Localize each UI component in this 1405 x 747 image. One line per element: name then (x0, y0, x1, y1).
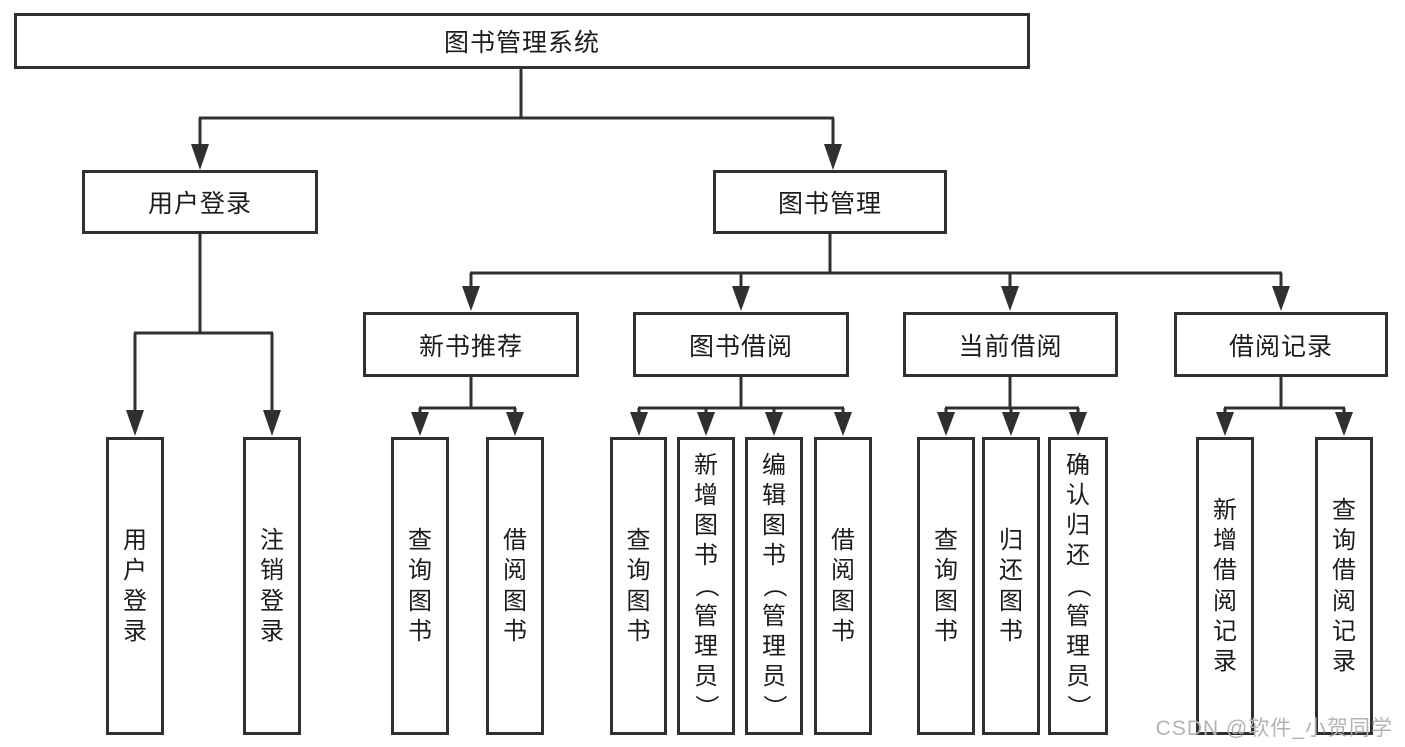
arrowheads-new-book (411, 412, 524, 436)
connector-new-book-branch (418, 377, 517, 414)
leaf-add-borrow-record: 新增借阅记录 (1196, 437, 1254, 735)
csdn-watermark: CSDN @软件_小贺同学 (1155, 717, 1393, 740)
leaf-query-borrow-record-label: 查询借阅记录 (1332, 496, 1356, 675)
leaf-query-books-3-label: 查询图书 (934, 527, 958, 645)
leaf-add-books-admin: 新增图书（管理员） (677, 437, 735, 735)
connector-root-to-level2 (198, 69, 835, 146)
connector-borrow-records-branch (1223, 377, 1346, 414)
leaf-query-books-3: 查询图书 (917, 437, 975, 735)
arrowheads-level2 (191, 144, 842, 170)
leaf-edit-books-admin-label: 编辑图书（管理员） (760, 451, 788, 719)
leaf-query-books-label: 查询图书 (408, 527, 432, 645)
node-book-management: 图书管理 (713, 170, 947, 234)
arrowheads-borrow-records (1216, 412, 1353, 436)
leaf-borrow-books: 借阅图书 (486, 437, 544, 735)
node-user-login: 用户登录 (82, 170, 318, 234)
leaf-return-books-label: 归还图书 (999, 527, 1023, 645)
leaf-user-login: 用户登录 (106, 437, 164, 735)
leaf-logout-label: 注销登录 (260, 527, 284, 645)
arrowheads-current-borrow (937, 412, 1087, 436)
node-new-book-recommendation: 新书推荐 (363, 312, 579, 377)
leaf-confirm-return-admin-label: 确认归还（管理员） (1064, 451, 1092, 719)
leaf-query-books-2-label: 查询图书 (626, 527, 651, 645)
node-borrowing-records: 借阅记录 (1174, 312, 1388, 377)
leaf-edit-books-admin: 编辑图书（管理员） (745, 437, 803, 735)
leaf-borrow-books-label: 借阅图书 (503, 527, 527, 645)
node-book-borrowing: 图书借阅 (633, 312, 849, 377)
arrowheads-book-borrow (630, 412, 852, 436)
leaf-confirm-return-admin: 确认归还（管理员） (1048, 437, 1108, 735)
leaf-query-borrow-record: 查询借阅记录 (1315, 437, 1373, 735)
arrowheads-user-login (126, 410, 281, 436)
leaf-user-login-label: 用户登录 (123, 527, 147, 645)
leaf-logout: 注销登录 (243, 437, 301, 735)
leaf-query-books: 查询图书 (391, 437, 449, 735)
leaf-borrow-books-2: 借阅图书 (814, 437, 872, 735)
connector-user-login-branch (133, 234, 274, 412)
leaf-borrow-books-2-label: 借阅图书 (831, 527, 855, 645)
leaf-query-books-2: 查询图书 (610, 437, 667, 735)
connector-current-borrow-branch (944, 377, 1080, 414)
node-current-borrowing: 当前借阅 (903, 312, 1118, 377)
arrowheads-level3 (462, 286, 1290, 311)
node-root-system: 图书管理系统 (14, 13, 1030, 69)
connector-book-borrow-branch (637, 377, 845, 414)
leaf-return-books: 归还图书 (982, 437, 1040, 735)
connector-book-mgmt-branch (469, 234, 1283, 288)
leaf-add-books-admin-label: 新增图书（管理员） (692, 451, 720, 719)
leaf-add-borrow-record-label: 新增借阅记录 (1213, 496, 1237, 675)
